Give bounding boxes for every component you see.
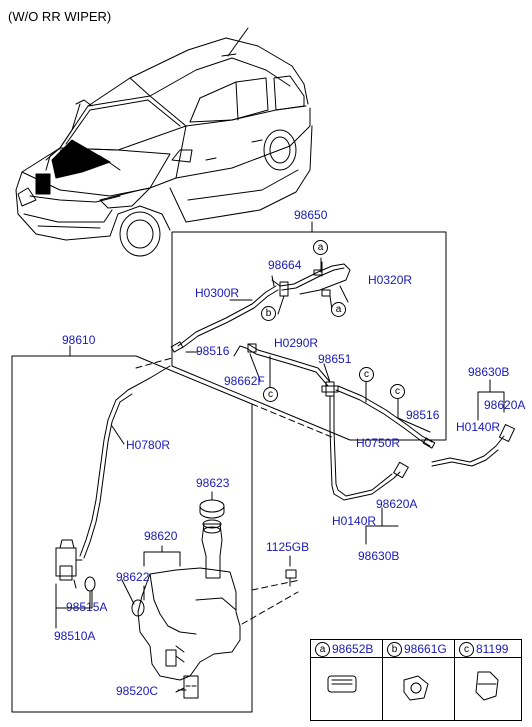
part-label-98651[interactable]: 98651 [318,352,352,366]
part-label-98620a-lower[interactable]: 98620A [376,497,418,511]
part-label-98664[interactable]: 98664 [268,258,302,272]
part-label-98515a[interactable]: 98515A [66,600,108,614]
callout-b: b [261,306,276,321]
part-label-98622[interactable]: 98622 [116,570,150,584]
part-label-98630b-lower[interactable]: 98630B [358,549,400,563]
part-label-h0290r[interactable]: H0290R [274,336,319,350]
diagram-variant-title: (W/O RR WIPER) [8,9,112,24]
part-label-98662f[interactable]: 98662F [224,374,265,388]
legend-letter-a: a [315,642,330,657]
part-label-1125gb[interactable]: 1125GB [266,540,310,554]
callout-c-right: c [390,384,405,399]
part-label-98650[interactable]: 98650 [294,208,328,222]
part-label-98516-right[interactable]: 98516 [406,408,440,422]
part-label-98516-left[interactable]: 98516 [196,344,230,358]
legend-part-a[interactable]: 98652B [332,642,374,656]
part-label-h0780r[interactable]: H0780R [126,438,171,452]
part-label-98620a-right[interactable]: 98620A [484,398,526,412]
legend-table: a 98652B b 98661G c 81199 [310,639,522,721]
part-label-h0300r[interactable]: H0300R [195,286,240,300]
washer-area-highlight [51,139,111,179]
legend-cell-a[interactable]: a 98652B [311,640,383,721]
part-label-h0320r[interactable]: H0320R [368,273,413,287]
part-label-h0140r-lower[interactable]: H0140R [332,514,377,528]
part-label-h0750r[interactable]: H0750R [356,436,401,450]
part-label-98623[interactable]: 98623 [196,476,230,490]
part-label-98620[interactable]: 98620 [144,529,178,543]
part-label-98520c[interactable]: 98520C [116,684,159,698]
callout-c-mid: c [359,367,374,382]
part-label-h0140r-right[interactable]: H0140R [456,420,501,434]
group-98650-outline [171,231,447,441]
part-label-98630b-right[interactable]: 98630B [468,365,510,379]
callout-c-left: c [263,387,278,402]
group-98610-outline [11,355,253,713]
car-illustration [15,27,313,257]
legend-cell-c[interactable]: c 81199 [455,640,522,721]
callout-a-top: a [313,240,328,255]
legend-cell-b[interactable]: b 98661G [383,640,455,721]
legend-letter-c: c [459,642,474,657]
legend-part-c[interactable]: 81199 [476,642,509,656]
legend-icons [327,671,499,701]
part-label-98610[interactable]: 98610 [62,333,96,347]
legend-letter-b: b [387,642,402,657]
legend-part-b[interactable]: 98661G [404,642,447,656]
part-label-98510a[interactable]: 98510A [54,629,96,643]
callout-a-mid: a [331,302,346,317]
